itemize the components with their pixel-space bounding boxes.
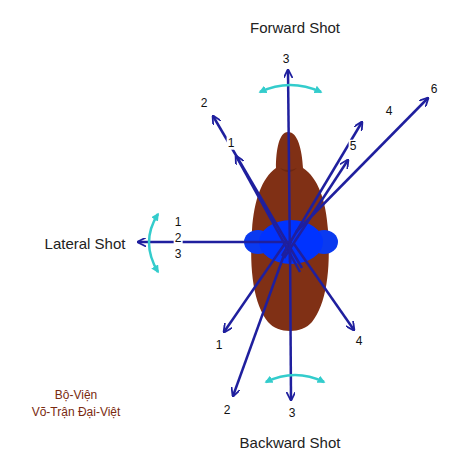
forward-arrow-5 xyxy=(284,160,348,258)
backward-arrow-2 xyxy=(233,244,288,396)
callout-number: 3 xyxy=(282,53,291,66)
direction-label: Lateral Shot xyxy=(44,236,127,252)
backward-arrow-4 xyxy=(294,244,354,330)
direction-label: Backward Shot xyxy=(239,435,342,451)
forward-swing-arc xyxy=(260,85,321,92)
callout-number: 5 xyxy=(349,140,358,153)
lateral-swing-arc xyxy=(149,214,158,272)
callout-number: 2 xyxy=(223,404,232,417)
forward-arrow-4 xyxy=(282,122,362,256)
lateral-arrow xyxy=(138,241,292,244)
callout-number: 2 xyxy=(174,232,183,245)
callout-number: 3 xyxy=(174,248,183,261)
callout-number: 3 xyxy=(288,407,297,420)
direction-label: Forward Shot xyxy=(249,20,341,36)
backward-arrow-1 xyxy=(224,242,286,332)
credit-text: Võ-Trận Đại-Việt xyxy=(31,406,122,419)
forward-arrow-3 xyxy=(288,70,290,262)
credit-text: Bộ-Viện xyxy=(54,389,98,402)
callout-number: 1 xyxy=(227,137,236,150)
callout-number: 1 xyxy=(174,216,183,229)
callout-number: 6 xyxy=(430,83,439,96)
callout-number: 4 xyxy=(385,105,394,118)
backward-swing-arc xyxy=(266,375,324,382)
callout-number: 1 xyxy=(215,339,224,352)
callout-number: 4 xyxy=(355,335,364,348)
callout-number: 2 xyxy=(200,97,209,110)
forward-arrow-6 xyxy=(296,98,428,232)
